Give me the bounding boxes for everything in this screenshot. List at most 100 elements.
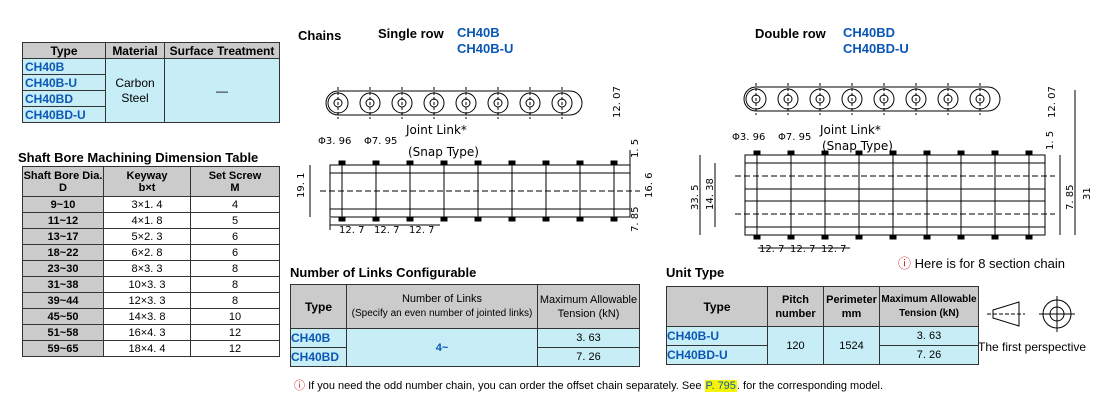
unit-table-title: Unit Type <box>666 265 725 280</box>
keyway-cell: 8×3. 3 <box>103 260 191 277</box>
dim-plate: 1. 5 <box>630 139 641 158</box>
dim-width: 33. 5 <box>690 185 701 210</box>
keyway-cell: 14×3. 8 <box>103 308 191 325</box>
single-row-label: Single row <box>378 26 444 41</box>
dim-pitch: 12. 7 <box>409 225 434 236</box>
tension-cell: 7. 26 <box>537 347 640 367</box>
model-name: CH40B <box>457 25 500 40</box>
joint-link-label: Joint Link* <box>819 123 881 137</box>
type-cell: CH40BD-U <box>22 106 106 123</box>
set-screw-cell: 12 <box>190 340 280 357</box>
header-tension: Maximum Allowable Tension (kN) <box>879 286 979 327</box>
set-screw-cell: 12 <box>190 324 280 341</box>
material-line1: Carbon <box>115 75 155 90</box>
keyway-cell: 5×2. 3 <box>103 228 191 245</box>
dim-pitch: 12. 7 <box>374 225 399 236</box>
set-screw-cell: 8 <box>190 260 280 277</box>
header-pitch: Pitch number <box>767 286 824 327</box>
set-screw-cell: 8 <box>190 276 280 293</box>
first-perspective-label: The first perspective <box>978 340 1087 354</box>
dim-plate: 1. 5 <box>1045 131 1056 150</box>
dim-roller-pin: Φ3. 96 <box>732 132 765 143</box>
type-material-table: Type Material Surface Treatment CH40B Ca… <box>22 42 280 123</box>
header-line1: Maximum Allowable <box>539 293 638 306</box>
model-name: CH40B-U <box>457 41 514 56</box>
dim-pitch: 12. 7 <box>821 244 846 255</box>
model-name: CH40BD <box>843 25 896 40</box>
header-surface: Surface Treatment <box>164 42 280 59</box>
shaft-dia-cell: 11~12 <box>22 212 104 229</box>
shaft-dia-cell: 13~17 <box>22 228 104 245</box>
dim-pitch: 12. 7 <box>790 244 815 255</box>
keyway-cell: 6×2. 8 <box>103 244 191 261</box>
first-angle-projection-icon <box>987 296 1075 332</box>
header-set-screw: Set Screw M <box>190 166 280 197</box>
double-row-side-view <box>735 154 1055 236</box>
single-row-side-view <box>320 164 640 218</box>
dim-offset: 7. 85 <box>1065 185 1076 210</box>
keyway-cell: 12×3. 3 <box>103 292 191 309</box>
tension-cell: 7. 26 <box>879 345 979 365</box>
shaft-bore-table: Shaft Bore Dia. D Keyway b×t Set Screw M… <box>22 166 280 357</box>
header-line1: Set Screw <box>208 169 262 182</box>
header-keyway: Keyway b×t <box>103 166 191 197</box>
shaft-dia-cell: 39~44 <box>22 292 104 309</box>
header-line2: M <box>230 181 240 194</box>
model-name: CH40BD-U <box>843 41 909 56</box>
dim-roller-dia: Φ7. 95 <box>364 136 397 147</box>
keyway-cell: 16×4. 3 <box>103 324 191 341</box>
single-row-pins <box>338 160 618 222</box>
header-line2: Tension (kN) <box>557 307 620 320</box>
header-line1: Perimeter <box>826 293 877 306</box>
set-screw-cell: 8 <box>190 292 280 309</box>
header-material: Material <box>105 42 165 59</box>
keyway-cell: 18×4. 4 <box>103 340 191 357</box>
dim-pitch: 12. 7 <box>759 244 784 255</box>
shaft-dia-cell: 51~58 <box>22 324 104 341</box>
header-line2: Tension (kN) <box>899 307 959 319</box>
section-chain-note: ⓘ Here is for 8 section chain <box>898 253 1065 272</box>
type-cell: CH40B-U <box>22 74 106 91</box>
double-models: CH40BD CH40BD-U <box>843 25 909 57</box>
page-link[interactable]: P. 795 <box>704 380 737 392</box>
type-cell: CH40BD <box>290 347 347 367</box>
surface-cell: — <box>164 58 280 123</box>
links-value: 4~ <box>346 328 538 367</box>
material-line2: Steel <box>121 90 149 105</box>
keyway-cell: 3×1. 4 <box>103 196 191 213</box>
header-line1: Maximum Allowable <box>881 293 977 305</box>
type-cell: CH40BD-U <box>666 345 768 365</box>
dim-total: 31 <box>1082 187 1093 200</box>
double-row-pins <box>753 150 1033 240</box>
footer-text: If you need the odd number chain, you ca… <box>308 380 702 392</box>
shaft-dia-cell: 59~65 <box>22 340 104 357</box>
keyway-cell: 10×3. 3 <box>103 276 191 293</box>
chains-label: Chains <box>298 28 342 43</box>
set-screw-cell: 10 <box>190 308 280 325</box>
links-table-title: Number of Links Configurable <box>290 265 477 280</box>
header-tension: Maximum Allowable Tension (kN) <box>537 284 640 329</box>
snap-type-label: (Snap Type) <box>408 145 479 159</box>
dim-roller-dia: Φ7. 95 <box>778 132 811 143</box>
shaft-dia-cell: 45~50 <box>22 308 104 325</box>
keyway-cell: 4×1. 8 <box>103 212 191 229</box>
header-line2: (Specify an even number of jointed links… <box>351 308 533 319</box>
dim-roller-pin: Φ3. 96 <box>318 136 351 147</box>
dim-pitch: 12. 7 <box>339 225 364 236</box>
type-cell: CH40B <box>22 58 106 75</box>
dim-height: 12. 07 <box>612 86 623 118</box>
shaft-table-title: Shaft Bore Machining Dimension Table <box>18 150 259 165</box>
header-line1: Shaft Bore Dia. <box>23 169 103 182</box>
links-table: Type Number of Links (Specify an even nu… <box>290 284 640 367</box>
header-line2: b×t <box>138 181 156 194</box>
info-icon: ⓘ <box>294 380 305 392</box>
